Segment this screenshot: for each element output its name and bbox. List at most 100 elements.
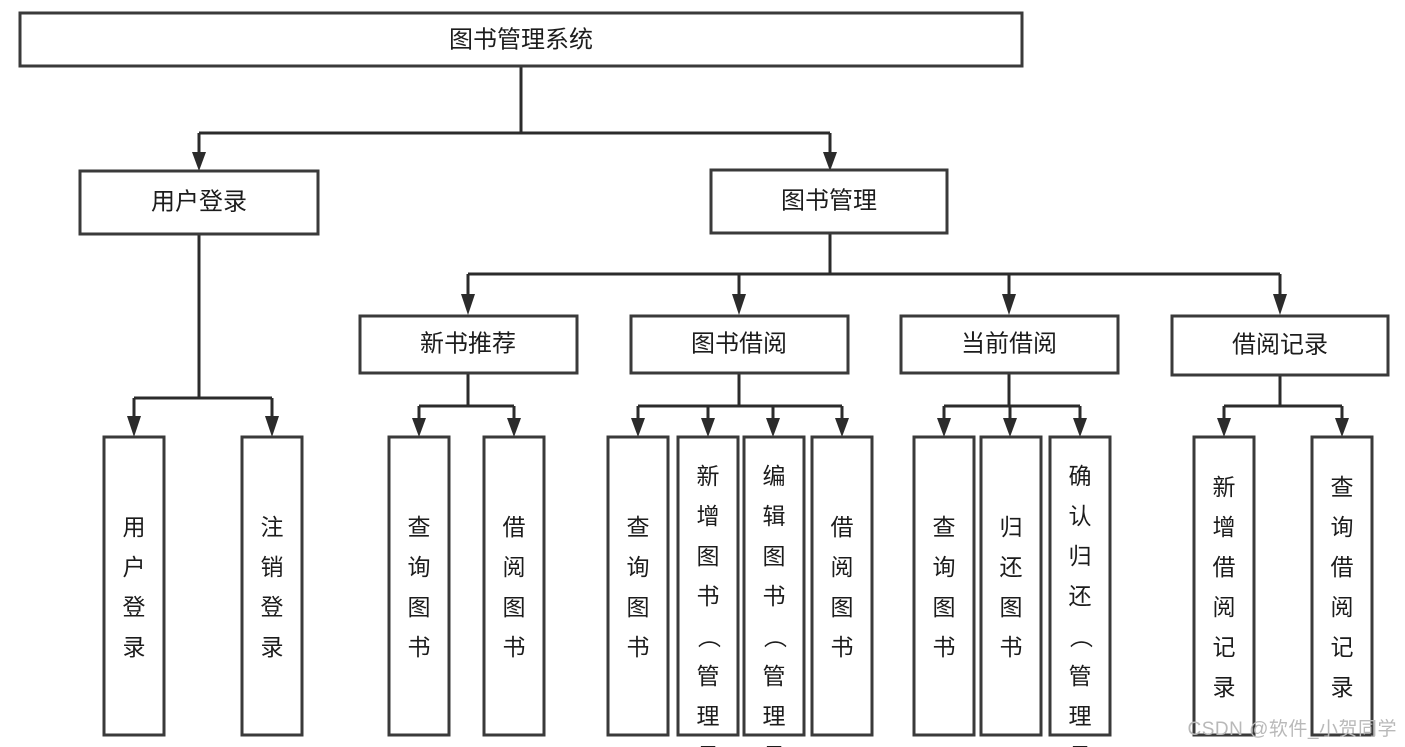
leaf-query-book-1-box[interactable] bbox=[387, 435, 451, 737]
node-borrow-record-label: 借阅记录 bbox=[1232, 331, 1328, 358]
arrowhead-leaf-query-book-1 bbox=[412, 418, 426, 437]
node-user-login-box[interactable] bbox=[78, 169, 320, 236]
svg-text:员: 员 bbox=[697, 743, 720, 747]
svg-text:增: 增 bbox=[697, 503, 720, 529]
node-new-book-rec[interactable]: 新书推荐 bbox=[358, 314, 579, 375]
svg-text:还: 还 bbox=[1069, 583, 1092, 609]
svg-text:员: 员 bbox=[763, 743, 786, 747]
connectors-current-borrow-to-leaves bbox=[937, 373, 1087, 437]
svg-text:书: 书 bbox=[763, 583, 786, 609]
node-new-book-rec-box[interactable] bbox=[358, 314, 579, 375]
arrowhead-leaf-confirm-return bbox=[1073, 418, 1087, 437]
leaf-add-book[interactable] bbox=[676, 435, 740, 737]
arrowhead-leaf-user-login bbox=[127, 416, 141, 437]
leaf-edit-book[interactable] bbox=[742, 435, 806, 737]
svg-text:图: 图 bbox=[408, 594, 431, 620]
leaf-query-book-2-box[interactable] bbox=[606, 435, 670, 737]
svg-text:图: 图 bbox=[627, 594, 650, 620]
svg-text:（: （ bbox=[696, 625, 722, 648]
node-user-login[interactable]: 用户登录 bbox=[78, 169, 320, 236]
leaf-query-book-3[interactable] bbox=[912, 435, 976, 737]
node-borrow-record[interactable]: 借阅记录 bbox=[1170, 314, 1390, 377]
leaf-user-login-box[interactable] bbox=[102, 435, 166, 737]
leaf-query-book-1[interactable] bbox=[387, 435, 451, 737]
connectors-book-borrow-to-leaves bbox=[631, 373, 849, 437]
svg-text:询: 询 bbox=[627, 554, 650, 580]
svg-text:户: 户 bbox=[123, 554, 146, 580]
leaf-query-record[interactable] bbox=[1310, 435, 1374, 737]
arrowhead-leaf-borrow-book-2 bbox=[835, 418, 849, 437]
svg-text:录: 录 bbox=[1331, 674, 1354, 700]
leaf-borrow-book-2[interactable] bbox=[810, 435, 874, 737]
svg-text:理: 理 bbox=[763, 703, 786, 729]
arrowhead-borrow-record bbox=[1273, 294, 1287, 315]
leaf-add-record[interactable] bbox=[1192, 435, 1256, 737]
leaf-edit-book-box[interactable] bbox=[742, 435, 806, 737]
leaf-confirm-return[interactable] bbox=[1048, 435, 1112, 737]
leaf-borrow-book-2-box[interactable] bbox=[810, 435, 874, 737]
svg-text:查: 查 bbox=[933, 514, 956, 540]
svg-text:销: 销 bbox=[261, 554, 284, 580]
svg-text:（: （ bbox=[762, 625, 788, 648]
svg-text:图: 图 bbox=[697, 543, 720, 569]
leaf-logout-box[interactable] bbox=[240, 435, 304, 737]
svg-text:录: 录 bbox=[123, 634, 146, 660]
svg-text:书: 书 bbox=[831, 634, 854, 660]
svg-text:询: 询 bbox=[933, 554, 956, 580]
arrowhead-new-book-rec bbox=[461, 294, 475, 315]
node-current-borrow[interactable]: 当前借阅 bbox=[899, 314, 1120, 375]
node-root[interactable]: 图书管理系统 bbox=[18, 11, 1024, 68]
leaf-borrow-book-1[interactable] bbox=[482, 435, 546, 737]
svg-text:查: 查 bbox=[627, 514, 650, 540]
node-book-manage-label: 图书管理 bbox=[781, 187, 877, 214]
svg-text:用: 用 bbox=[123, 514, 146, 540]
leaf-query-book-2[interactable] bbox=[606, 435, 670, 737]
connectors-borrow-record-to-leaves bbox=[1217, 375, 1349, 437]
leaf-query-book-3-box[interactable] bbox=[912, 435, 976, 737]
arrowhead-leaf-query-record bbox=[1335, 418, 1349, 437]
node-root-box[interactable] bbox=[18, 11, 1024, 68]
node-book-manage[interactable]: 图书管理 bbox=[709, 168, 949, 235]
leaf-return-book-box[interactable] bbox=[979, 435, 1043, 737]
arrowhead-leaf-return-book bbox=[1003, 418, 1017, 437]
svg-text:管: 管 bbox=[697, 663, 720, 689]
svg-text:理: 理 bbox=[1069, 703, 1092, 729]
svg-text:录: 录 bbox=[261, 634, 284, 660]
leaf-user-login[interactable] bbox=[102, 435, 166, 737]
node-user-login-label: 用户登录 bbox=[151, 188, 247, 215]
leaf-confirm-return-box[interactable] bbox=[1048, 435, 1112, 737]
arrowhead-current-borrow bbox=[1002, 294, 1016, 315]
svg-text:借: 借 bbox=[1331, 554, 1354, 580]
svg-text:图: 图 bbox=[933, 594, 956, 620]
svg-text:书: 书 bbox=[408, 634, 431, 660]
svg-text:书: 书 bbox=[1000, 634, 1023, 660]
leaf-add-book-box[interactable] bbox=[676, 435, 740, 737]
svg-text:图: 图 bbox=[503, 594, 526, 620]
leaf-logout[interactable] bbox=[240, 435, 304, 737]
node-book-borrow-box[interactable] bbox=[629, 314, 850, 375]
svg-text:（: （ bbox=[1068, 625, 1094, 648]
leaf-add-record-box[interactable] bbox=[1192, 435, 1256, 737]
leaf-borrow-book-1-box[interactable] bbox=[482, 435, 546, 737]
node-book-manage-box[interactable] bbox=[709, 168, 949, 235]
svg-text:书: 书 bbox=[503, 634, 526, 660]
node-current-borrow-box[interactable] bbox=[899, 314, 1120, 375]
arrowhead-leaf-logout bbox=[265, 416, 279, 437]
svg-text:阅: 阅 bbox=[831, 554, 854, 580]
node-book-borrow[interactable]: 图书借阅 bbox=[629, 314, 850, 375]
arrowhead-leaf-add-record bbox=[1217, 418, 1231, 437]
svg-text:新: 新 bbox=[697, 463, 720, 489]
arrowhead-leaf-query-book-3 bbox=[937, 418, 951, 437]
arrowhead-user-login bbox=[192, 152, 206, 171]
svg-text:阅: 阅 bbox=[1213, 594, 1236, 620]
leaf-return-book[interactable] bbox=[979, 435, 1043, 737]
leaf-text-layer: 用户登录注销登录查询图书借阅图书查询图书新增图书（管理员）编辑图书（管理员）借阅… bbox=[123, 463, 1354, 747]
leaf-query-record-box[interactable] bbox=[1310, 435, 1374, 737]
node-borrow-record-box[interactable] bbox=[1170, 314, 1390, 377]
svg-text:确: 确 bbox=[1069, 463, 1092, 489]
